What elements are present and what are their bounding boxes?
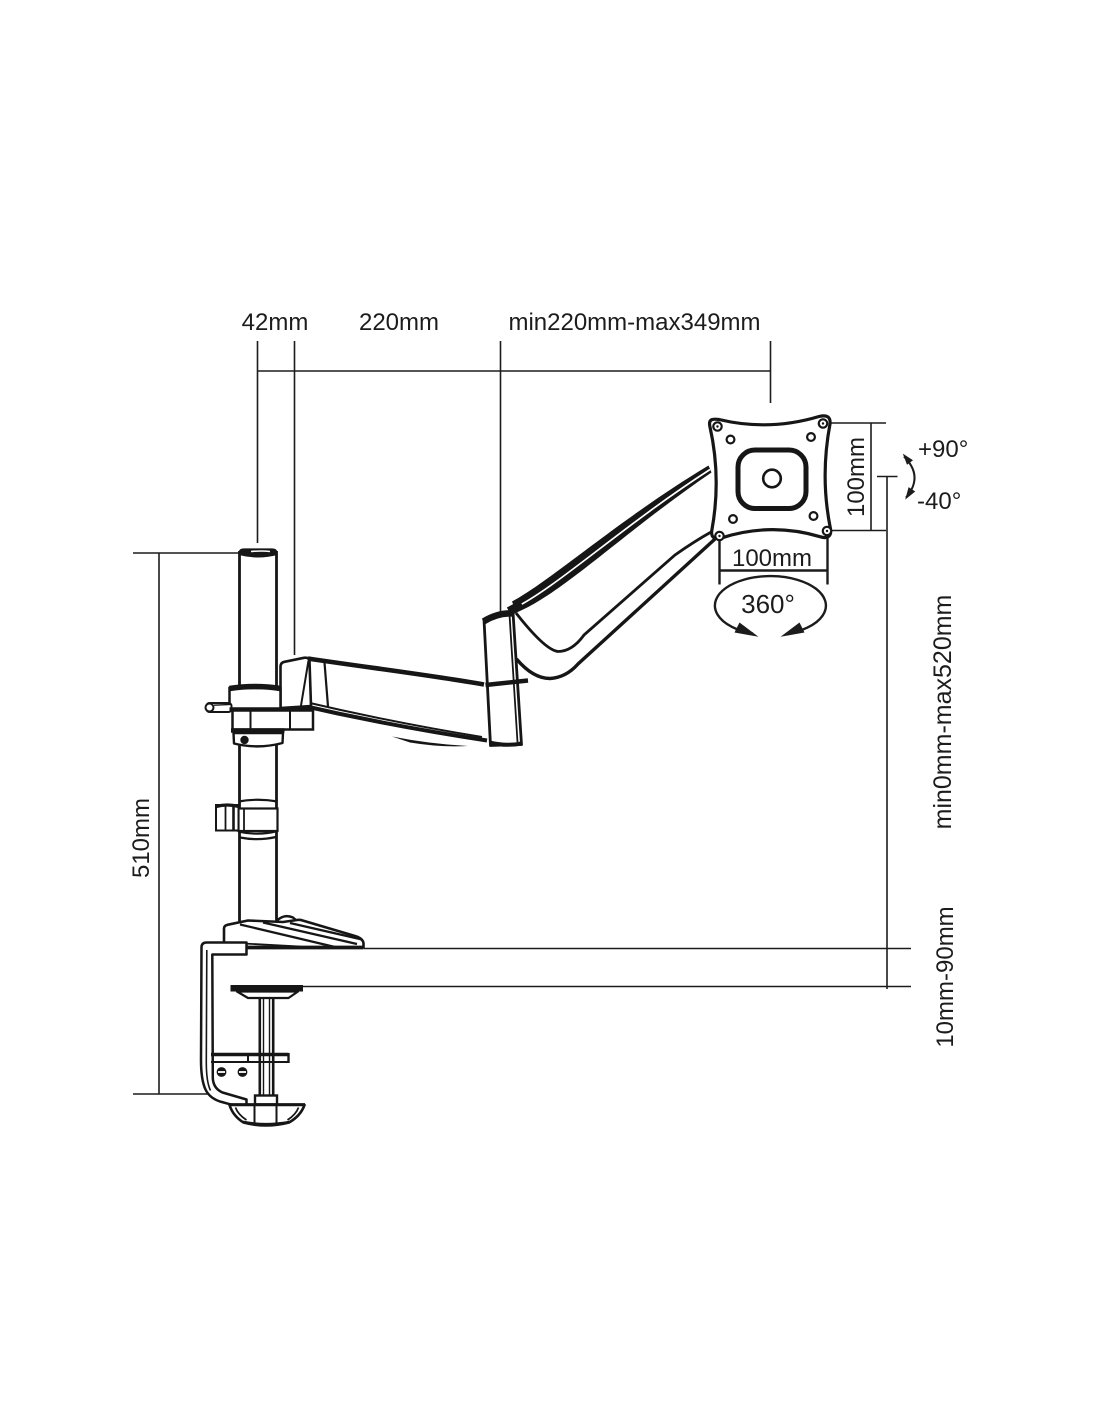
svg-text:42mm: 42mm [242,309,309,336]
svg-text:220mm: 220mm [359,309,439,336]
svg-text:360°: 360° [741,589,795,619]
svg-text:510mm: 510mm [128,798,155,878]
svg-text:-40°: -40° [917,488,961,515]
svg-text:min0mm-max520mm: min0mm-max520mm [929,595,957,830]
svg-text:100mm: 100mm [843,437,870,517]
svg-text:100mm: 100mm [732,545,812,572]
svg-text:10mm-90mm: 10mm-90mm [932,906,959,1047]
svg-text:+90°: +90° [918,436,968,463]
svg-text:min220mm-max349mm: min220mm-max349mm [508,309,760,336]
